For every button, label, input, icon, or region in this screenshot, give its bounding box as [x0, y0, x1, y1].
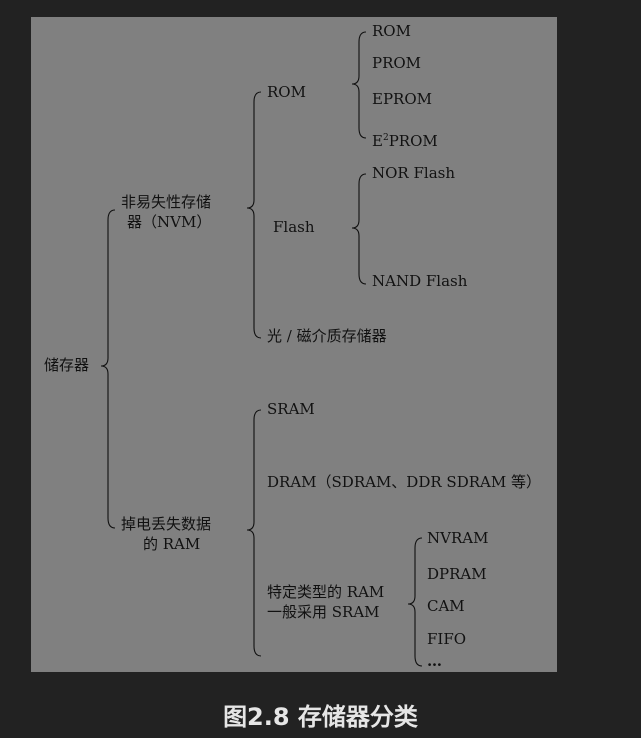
brace-root	[100, 209, 116, 529]
special-item-dpram: DPRAM	[427, 565, 487, 583]
special-item-ellipsis: …	[427, 652, 442, 670]
nvm-label-line2: 器（NVM）	[127, 213, 212, 231]
ram-item-sram: SRAM	[267, 400, 315, 418]
rom-item-rom: ROM	[372, 22, 411, 40]
root-label: 储存器	[44, 356, 90, 374]
special-item-fifo: FIFO	[427, 630, 467, 648]
rom-item-eprom: EPROM	[372, 90, 432, 108]
brace-flash	[351, 173, 367, 285]
flash-item-nand: NAND Flash	[372, 272, 468, 290]
special-ram-label: 特定类型的 RAM 一般采用 SRAM	[267, 582, 384, 622]
nvm-label-line1: 非易失性存储	[121, 193, 212, 211]
brace-special	[407, 537, 423, 667]
special-ram-line2: 一般采用 SRAM	[267, 603, 380, 621]
ram-label-line2: 的 RAM	[143, 535, 201, 553]
diagram-panel	[31, 17, 557, 672]
special-item-cam: CAM	[427, 597, 465, 615]
special-ram-line1: 特定类型的 RAM	[267, 583, 385, 601]
rom-item-e2prom: E2PROM	[372, 132, 438, 150]
e2prom-superscript: 2	[382, 133, 389, 143]
rom-item-prom: PROM	[372, 54, 422, 72]
brace-nvm	[246, 91, 262, 339]
e2prom-rest: PROM	[388, 132, 438, 150]
rom-group-label: ROM	[267, 83, 306, 101]
ram-label: 掉电丢失数据 的 RAM	[121, 514, 211, 554]
flash-group-label: Flash	[273, 218, 315, 236]
nvm-label: 非易失性存储 器（NVM）	[121, 192, 211, 232]
special-item-nvram: NVRAM	[427, 529, 489, 547]
ram-item-dram: DRAM（SDRAM、DDR SDRAM 等）	[267, 473, 541, 491]
brace-rom	[351, 31, 367, 139]
optical-magnetic-label: 光 / 磁介质存储器	[267, 327, 387, 345]
e2prom-base: E	[372, 132, 383, 150]
flash-item-nor: NOR Flash	[372, 164, 455, 182]
ram-label-line1: 掉电丢失数据	[121, 515, 212, 533]
brace-ram	[246, 409, 262, 657]
figure-caption: 图2.8 存储器分类	[223, 703, 418, 731]
